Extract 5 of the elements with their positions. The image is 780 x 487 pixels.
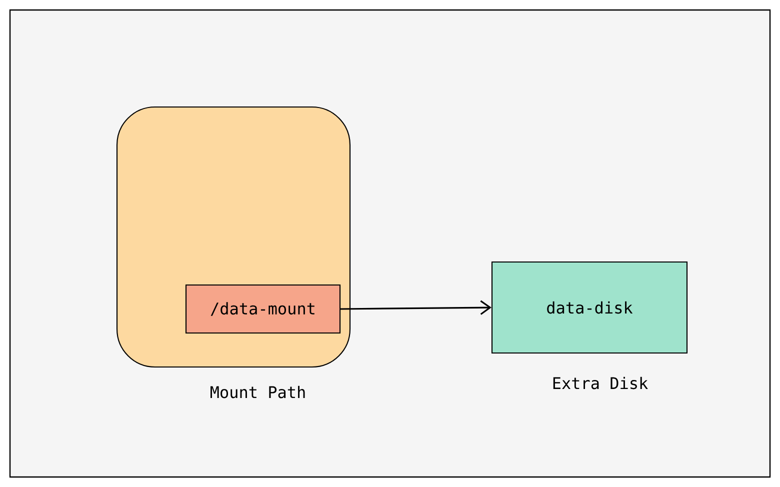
- node-label: Extra Disk: [553, 376, 648, 390]
- node-label: Mount Path: [210, 386, 305, 398]
- box: /data-mount: [185, 284, 341, 334]
- arrow: [340, 300, 492, 315]
- box: data-disk Extra Disk: [491, 261, 688, 390]
